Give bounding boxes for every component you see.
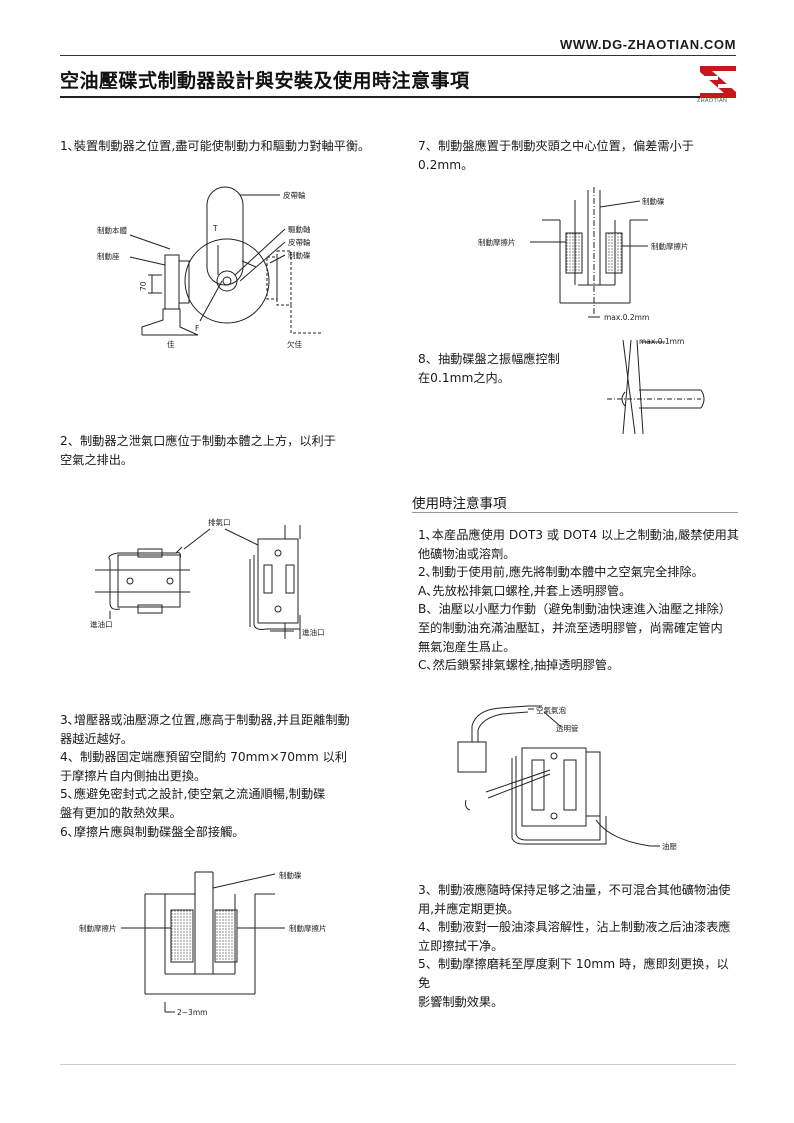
fig2-label-inlet-right: 進油口 [302, 627, 325, 637]
logo-text: ZHAOTIAN [697, 98, 728, 104]
install-item-4-line-2: 于摩擦片自内側抽出更換。 [60, 768, 207, 783]
figure-bleed-air: 空氣氣泡 透明管 油壓 [457, 705, 677, 851]
fig1-label-pulley: 皮帶輪 [288, 237, 311, 247]
install-item-3-line-1: 3､增壓器或油壓源之位置,應高于制動器,并且距離制動 [60, 713, 350, 727]
usage-note-5-line-1: 5、制動摩擦磨耗至厚度剩下 10mm 時，應即刻更换，以免 [418, 957, 729, 990]
install-item-1-text: 1､裝置制動器之位置,盡可能使制動力和驅動力對軸平衡。 [60, 139, 371, 153]
fig7-label-max: max.0.2mm [604, 313, 649, 322]
install-item-8-line-2: 在0.1mm之内。 [418, 370, 510, 385]
install-item-7-line-1: 7、制動盤應置于制動夾頭之中心位置，偏差需小于 [418, 139, 694, 153]
usage-note-1-line-1: 1､本産品應使用 DOT3 或 DOT4 以上之制動油,嚴禁使用其 [418, 528, 739, 542]
install-item-8-line-1: 8、抽動碟盤之振幅應控制 [418, 352, 560, 366]
fig3-label-pad-left: 制動摩擦片 [79, 923, 117, 933]
figure-exhaust-port: 排氣口 進油口 進油口 [90, 517, 325, 639]
install-item-5-line-2: 盤有更加的散熱效果。 [60, 805, 182, 820]
fig2-label-exhaust: 排氣口 [208, 517, 231, 527]
usage-note-2c: C､然后鎖緊排氣螺栓,抽掉透明膠管。 [418, 658, 620, 673]
footer-rule [60, 1064, 736, 1065]
fig3-label-gap: 2~3mm [177, 1008, 207, 1017]
fig1-label-T: T [212, 224, 218, 233]
usage-notes-continued: 3、制動液應隨時保持足够之油量，不可混合其他礦物油使 用,并應定期更换。 4、制… [418, 881, 740, 1011]
fig1-dim-70: 70 [139, 281, 148, 291]
section-usage-title: 使用時注意事項 [412, 496, 507, 512]
install-item-4-line-1: 4、制動器固定端應預留空間約 70mm×70mm 以利 [60, 750, 348, 765]
fig3-label-disc: 制動碟 [279, 870, 302, 880]
fig1-label-F: F [195, 324, 199, 333]
install-item-7: 7、制動盤應置于制動夾頭之中心位置，偏差需小于 0.2mm。 [418, 137, 738, 174]
fig1-label-belt: 皮帶輪 [283, 190, 306, 200]
usage-note-2b-line-1: B、油壓以小壓力作動（避免制動油快速進入油壓之排除） [418, 602, 732, 617]
usage-note-4-line-1: 4、制動液對一般油漆具溶解性，沾上制動液之后油漆表應 [418, 920, 731, 935]
install-item-5-line-1: 5､應避免密封式之設計,使空氣之流通順暢,制動碟 [60, 787, 326, 802]
fig1-label-good: 佳 [167, 339, 175, 349]
fig2-label-inlet-left: 進油口 [90, 619, 113, 629]
figure-disc-runout: max.0.1mm [607, 338, 705, 435]
site-url: WWW.DG-ZHAOTIAN.COM [560, 37, 737, 52]
page-title: 空油壓碟式制動器設計與安裝及使用時注意事項 [60, 70, 470, 92]
usage-note-1-line-2: 他礦物油或溶劑。 [418, 546, 516, 561]
usage-note-2b-line-2: 至的制動油充滿油壓缸，并流至透明膠管，尚需確定管内 [418, 620, 723, 635]
fig9-label-oil: 油壓 [662, 841, 677, 851]
install-item-8: 8、抽動碟盤之振幅應控制 在0.1mm之内。 [418, 350, 598, 387]
header-rule [60, 55, 736, 56]
fig1-label-drive-shaft: 驅動軸 [288, 224, 311, 234]
install-item-2-line-2: 空氣之排出。 [60, 452, 134, 467]
figure-brake-position: 皮帶輪 制動本體 驅動軸 皮帶輪 制動座 制動碟 70 T F 佳 欠佳 [97, 186, 322, 349]
fig1-label-brake-disc: 制動碟 [288, 250, 311, 260]
install-item-6: 6､摩擦片應與制動碟盤全部接觸。 [60, 824, 245, 839]
fig3-label-pad-right: 制動摩擦片 [289, 923, 327, 933]
fig1-label-brake-seat: 制動座 [97, 251, 120, 261]
install-item-3-line-2: 器越近越好。 [60, 731, 134, 746]
usage-note-3-line-2: 用,并應定期更换。 [418, 901, 520, 916]
install-item-2: 2、制動器之泄氣口應位于制動本體之上方，以利于 空氣之排出。 [60, 432, 390, 469]
company-logo-icon [700, 66, 736, 98]
figure-disc-center: 制動碟 制動摩擦片 制動摩擦片 max.0.2mm [478, 187, 689, 322]
fig9-label-bubble: 空氣氣泡 [536, 705, 566, 715]
usage-notes: 1､本産品應使用 DOT3 或 DOT4 以上之制動油,嚴禁使用其 他礦物油或溶… [418, 526, 740, 675]
title-rule [60, 96, 736, 98]
install-item-7-line-2: 0.2mm。 [418, 157, 474, 172]
usage-note-2: 2､制動于使用前,應先將制動本體中之空氣完全排除。 [418, 565, 704, 580]
fig1-label-brake-body: 制動本體 [97, 225, 127, 235]
section-rule [412, 512, 738, 513]
usage-note-5-line-2: 影響制動效果。 [418, 994, 504, 1009]
fig8-label-max: max.0.1mm [639, 338, 684, 346]
fig7-label-pad-right: 制動摩擦片 [651, 241, 689, 251]
fig9-label-tube: 透明管 [556, 723, 579, 733]
fig1-label-bad: 欠佳 [287, 339, 302, 349]
fig7-label-pad-left: 制動摩擦片 [478, 237, 516, 247]
install-item-2-line-1: 2、制動器之泄氣口應位于制動本體之上方，以利于 [60, 434, 336, 448]
usage-note-3-line-1: 3、制動液應隨時保持足够之油量，不可混合其他礦物油使 [418, 883, 731, 897]
usage-note-2b-line-3: 無氣泡産生爲止。 [418, 639, 516, 654]
figure-pad-contact: 制動碟 制動摩擦片 制動摩擦片 2~3mm [79, 870, 327, 1017]
usage-note-4-line-2: 立即擦拭干净。 [418, 938, 504, 953]
install-items-3-6: 3､增壓器或油壓源之位置,應高于制動器,并且距離制動 器越近越好。 4、制動器固… [60, 711, 390, 841]
fig7-label-disc: 制動碟 [642, 196, 665, 206]
install-item-1: 1､裝置制動器之位置,盡可能使制動力和驅動力對軸平衡。 [60, 137, 390, 156]
usage-note-2a: A､先放松排氣口螺栓,并套上透明膠管。 [418, 583, 632, 598]
